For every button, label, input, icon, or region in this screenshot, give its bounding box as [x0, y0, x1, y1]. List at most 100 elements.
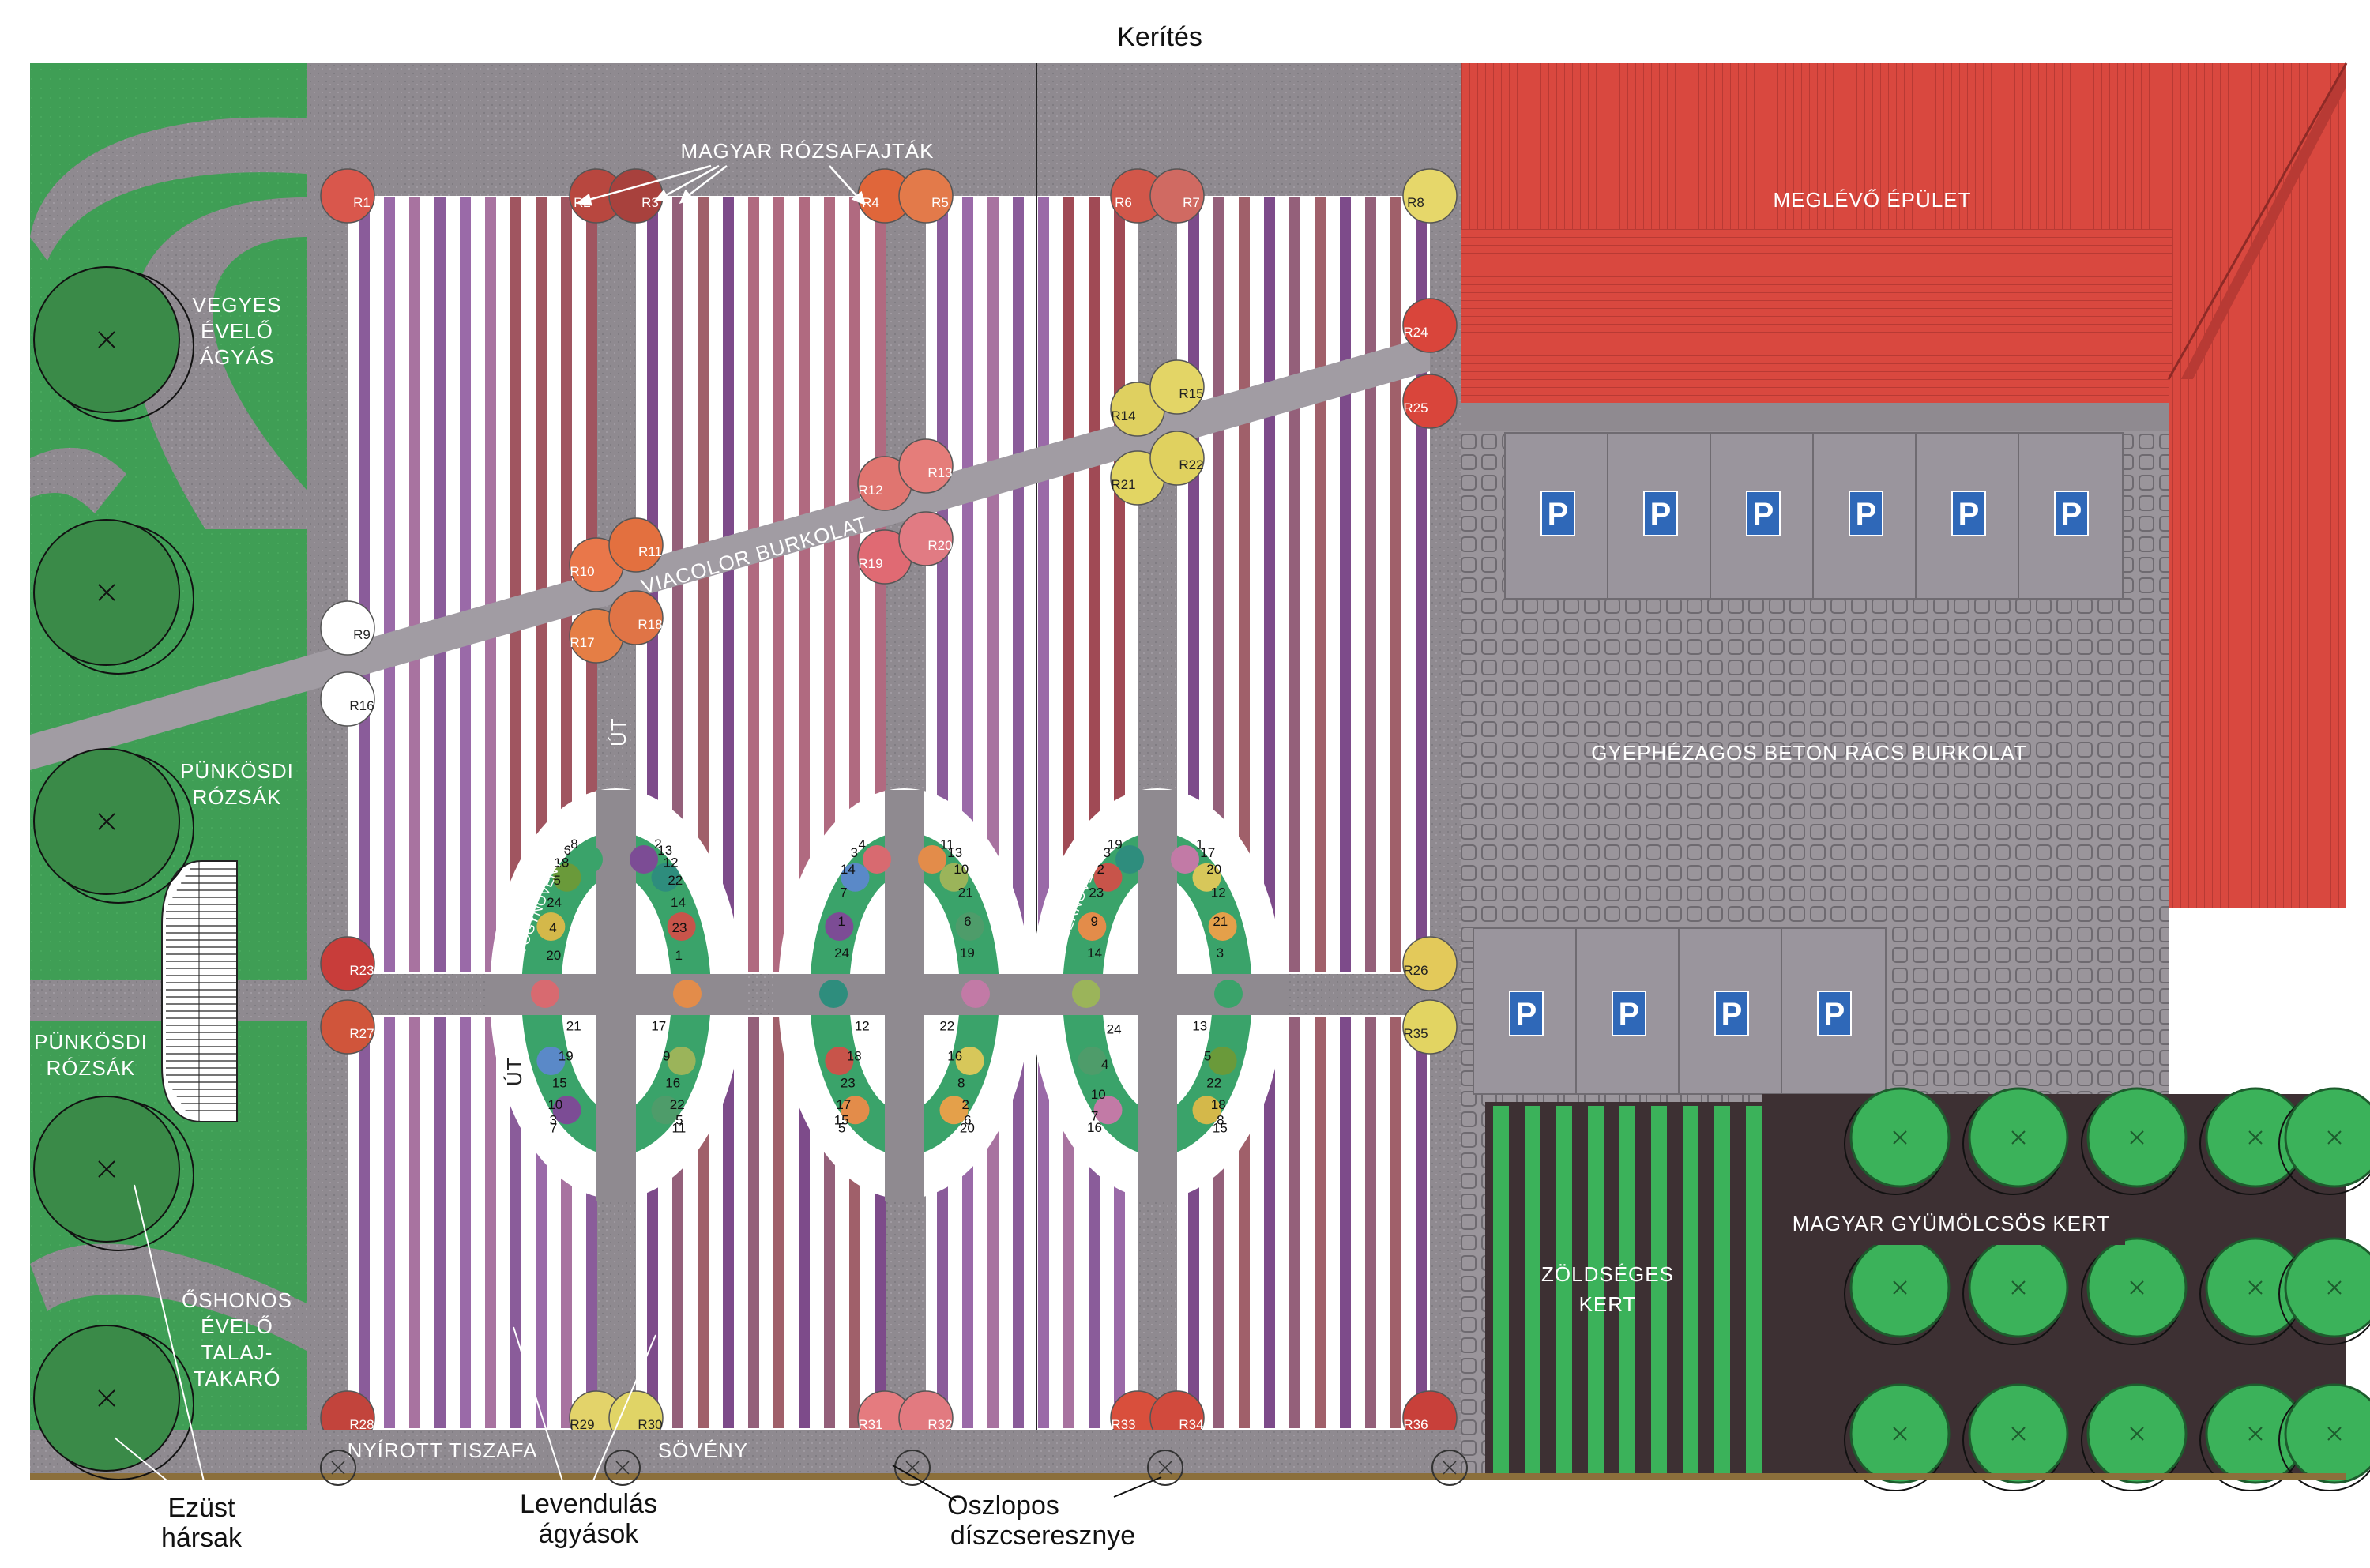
herb-cell: [1093, 1096, 1123, 1125]
building-east-wing: [2169, 379, 2346, 908]
herb-cell: [667, 1047, 696, 1075]
bed-number: 3: [1217, 946, 1224, 961]
rose-label: R9: [353, 627, 371, 642]
orchard-tree: [2284, 1237, 2370, 1338]
bed-number: 22: [668, 873, 683, 888]
herb-cell: [841, 1096, 870, 1125]
veg-row: [1588, 1106, 1604, 1477]
bed-number: 19: [1108, 837, 1123, 852]
building-ridge-line: [2167, 62, 2348, 380]
herb-cell: [955, 912, 984, 941]
lavender-stripe: [988, 197, 999, 972]
lavender-stripe: [1340, 1017, 1351, 1428]
bed-number: 11: [672, 1121, 687, 1136]
bed-number: 1: [675, 948, 682, 963]
bed-number: 24: [547, 895, 562, 910]
rose-label: R19: [858, 556, 882, 571]
bed-number: 16: [665, 1075, 680, 1090]
rose-marker: [1402, 999, 1458, 1055]
rose-label: R15: [1179, 386, 1203, 401]
tree-mark: [2130, 1280, 2144, 1295]
lavender-stripe: [485, 197, 496, 972]
whitsun-roses-label-2: PÜNKÖSDI RÓZSÁK: [34, 1030, 147, 1080]
cherry-column: [1147, 1450, 1183, 1486]
veg-row: [1683, 1106, 1698, 1477]
veg-row: [1620, 1106, 1635, 1477]
parking-sign: [1849, 491, 1883, 536]
rose-marker: [898, 511, 954, 566]
linden-mark: [98, 813, 115, 830]
tree-mark: [1893, 1130, 1907, 1145]
rose-marker: [1149, 431, 1205, 486]
linden-mark: [98, 1160, 115, 1178]
bed-number: 15: [834, 1113, 849, 1128]
bed-number: 5: [838, 1121, 845, 1136]
rose-marker: [608, 590, 664, 645]
bed-number: 22: [939, 1019, 954, 1034]
rose-label: R10: [570, 564, 594, 579]
parking-sign: [1746, 491, 1781, 536]
cherry-mark: [1158, 1461, 1172, 1475]
linden-mark: [98, 1389, 115, 1407]
bed-number: 3: [851, 845, 858, 860]
svg-text:ágyások: ágyások: [539, 1519, 640, 1549]
lawn-arc-1: [30, 117, 307, 261]
bed-number: 18: [847, 1048, 862, 1063]
parking-sign: [1643, 491, 1678, 536]
lavender-beds: [348, 196, 1430, 1430]
cherry-mark: [1443, 1461, 1457, 1475]
stair-treads: [166, 868, 237, 1111]
gravel-strip: [1462, 403, 2169, 431]
herb-cell: [667, 912, 696, 941]
herb-cell: [819, 980, 848, 1008]
bed-number: 6: [564, 843, 571, 858]
parking-sign: [1817, 991, 1852, 1036]
lavender-stripe: [1013, 1017, 1024, 1428]
yew-hedge: [307, 1430, 1462, 1477]
native-ground-cover-label: ŐSHONOS ÉVELŐ TALAJ- TAKARÓ: [182, 1288, 292, 1390]
rose-label: R17: [570, 635, 594, 650]
orchard-tree: [2284, 1087, 2370, 1188]
bed-number: 3: [1104, 845, 1111, 860]
parking-space: [2018, 432, 2124, 600]
veg-row: [1651, 1106, 1667, 1477]
lavender-stripe: [824, 197, 835, 972]
herb-cell: [1072, 980, 1100, 1008]
herb-cell: [961, 980, 990, 1008]
building-roof-ridge: [2169, 63, 2346, 403]
linden-mark: [98, 331, 115, 348]
lavender-stripe: [359, 197, 370, 972]
bed-number: 4: [549, 920, 556, 935]
bed-number: 23: [1089, 886, 1104, 901]
herb-cell: [651, 863, 680, 892]
bed-number: 13: [657, 843, 672, 858]
rose-label: R7: [1183, 195, 1200, 210]
svg-text:Levendulás: Levendulás: [520, 1489, 657, 1519]
bed-number: 14: [1087, 946, 1102, 961]
svg-text:PÜNKÖSDI: PÜNKÖSDI: [180, 759, 294, 783]
herb-cell: [673, 980, 702, 1008]
bed-number: 2: [654, 837, 661, 852]
herb-cell: [1115, 845, 1144, 874]
bed-number: 9: [1090, 914, 1097, 929]
lavender-stripe: [536, 197, 547, 972]
rose-label: R1: [353, 195, 371, 210]
svg-text:ŐSHONOS: ŐSHONOS: [182, 1288, 292, 1312]
svg-text:ÉVELŐ: ÉVELŐ: [201, 1314, 273, 1338]
parking-letter: P: [1516, 997, 1537, 1032]
cherry-columns: [320, 1450, 1468, 1486]
cherry-mark: [905, 1461, 920, 1475]
svg-text:ÉVELŐ: ÉVELŐ: [201, 319, 273, 343]
rose-label: R23: [349, 963, 374, 978]
bed-number: 4: [858, 837, 865, 852]
oval-cross-path: [774, 974, 1035, 1015]
herb-cell: [536, 1047, 566, 1075]
callout-lines-dark: [892, 1465, 1162, 1502]
lavender-stripe: [434, 1017, 446, 1428]
herb-cell: [1093, 863, 1123, 892]
veg-row: [1493, 1106, 1509, 1477]
lavender-stripe: [1390, 197, 1401, 972]
herb-cell: [825, 1047, 854, 1075]
